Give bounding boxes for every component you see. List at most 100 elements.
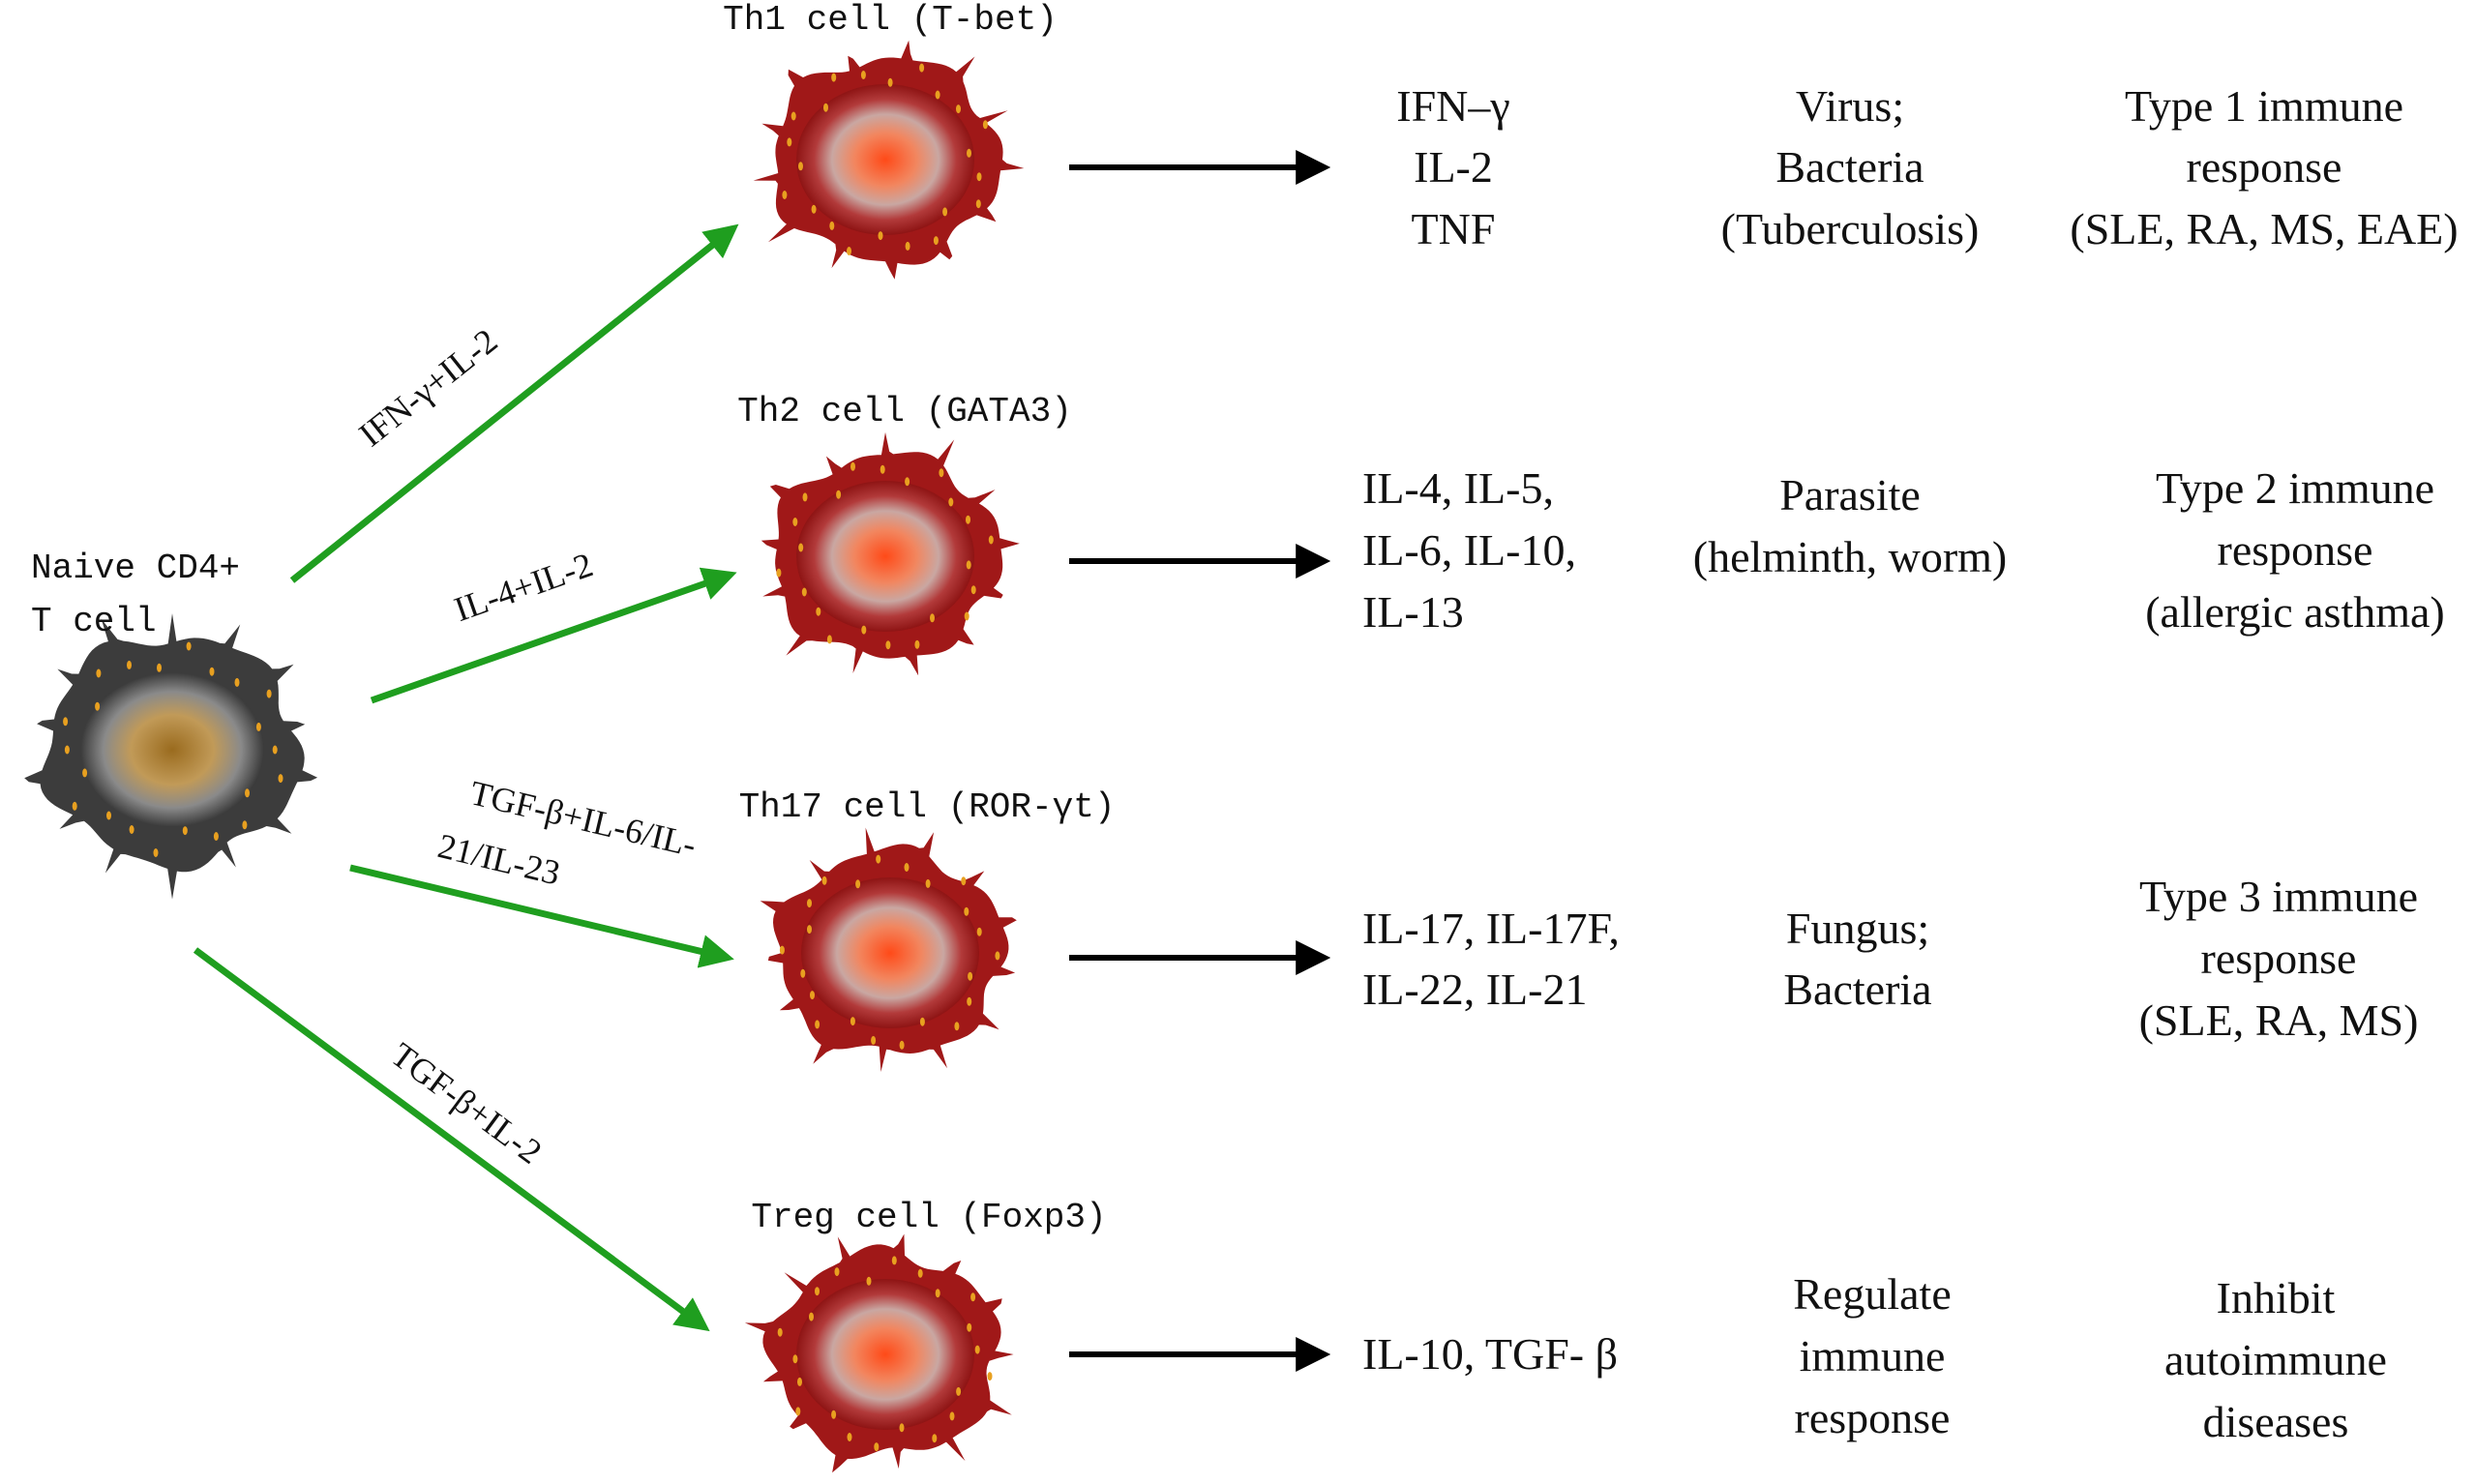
granule-dot — [810, 991, 815, 1000]
th2-cell — [761, 431, 1020, 676]
granule-dot — [976, 927, 982, 936]
granule-dot — [919, 1017, 925, 1026]
granule-dot — [795, 1407, 801, 1416]
granule-dot — [800, 968, 806, 978]
granule-dot — [885, 640, 891, 650]
granule-dot — [874, 1442, 880, 1452]
th17-target-1: Fungus; — [1786, 904, 1929, 953]
granule-dot — [949, 1411, 955, 1421]
treg-outcome-2: autoimmune — [2164, 1335, 2387, 1384]
granule-dot — [815, 1287, 820, 1296]
granule-dot — [129, 825, 134, 834]
granule-dot — [932, 1434, 938, 1443]
granule-dot — [917, 1268, 923, 1278]
treg-cell-granules — [777, 1256, 993, 1452]
granule-dot — [801, 587, 807, 597]
granule-dot — [967, 148, 971, 158]
granule-dot — [976, 172, 982, 182]
granule-dot — [807, 925, 812, 935]
granule-dot — [933, 236, 939, 246]
granule-dot — [797, 1377, 802, 1386]
th2-target-1: Parasite — [1779, 470, 1921, 519]
granule-dot — [970, 1292, 976, 1302]
treg-cell-nucleus — [796, 1279, 974, 1430]
granule-dot — [96, 668, 102, 678]
granule-dot — [127, 660, 132, 669]
granule-dot — [245, 788, 250, 798]
granule-dot — [930, 613, 935, 623]
treg-target-1: Regulate — [1793, 1269, 1952, 1319]
th1-target-3: (Tuberculosis) — [1721, 204, 1980, 253]
granule-dot — [779, 945, 785, 955]
granule-dot — [966, 515, 970, 524]
granule-dot — [860, 71, 866, 79]
arrow-naive-to-th1 — [289, 223, 739, 583]
th2-outcome-2: response — [2218, 525, 2373, 575]
granule-dot — [855, 879, 861, 889]
granule-dot — [876, 854, 881, 864]
granule-dot — [826, 635, 832, 644]
naive-cell-nucleus — [80, 672, 264, 827]
granule-dot — [905, 477, 910, 487]
granule-dot — [967, 996, 972, 1006]
granule-dot — [186, 641, 192, 651]
th2-target-2: (helminth, worm) — [1693, 532, 2008, 581]
granule-dot — [798, 162, 803, 171]
granule-dot — [850, 461, 855, 471]
granule-dot — [776, 568, 782, 578]
granule-dot — [956, 1386, 962, 1396]
th2-cell-nucleus — [796, 481, 974, 632]
naive-cell-label-line1: Naive CD4+ — [31, 549, 240, 588]
granule-dot — [850, 1017, 855, 1026]
granule-dot — [234, 677, 240, 687]
granule-dot — [815, 1020, 820, 1029]
granule-dot — [847, 247, 851, 255]
th17-cell-label: Th17 cell (ROR-γt) — [739, 787, 1116, 827]
granule-dot — [975, 199, 981, 209]
granule-dot — [861, 625, 867, 635]
th1-cell-granules — [782, 63, 988, 255]
condition-th17-line2: 21/IL-23 — [434, 826, 564, 893]
granule-dot — [182, 826, 188, 836]
th17-outcome-2: response — [2201, 934, 2357, 983]
granule-dot — [831, 1410, 837, 1419]
granule-dot — [791, 111, 796, 121]
th17-outcome-1: Type 3 immune — [2139, 872, 2418, 921]
granule-dot — [995, 951, 1000, 961]
granule-dot — [829, 221, 835, 230]
granule-dot — [899, 1040, 905, 1050]
granule-dot — [809, 1312, 814, 1321]
treg-target-2: immune — [1800, 1331, 1946, 1380]
treg-outcome-1: Inhibit — [2217, 1273, 2336, 1322]
granule-dot — [792, 1354, 798, 1364]
granule-dot — [925, 878, 931, 888]
granule-dot — [899, 1423, 905, 1433]
condition-th1: IFN-γ+IL-2 — [352, 321, 505, 454]
granule-dot — [904, 863, 910, 872]
treg-outcome-3: diseases — [2203, 1397, 2349, 1446]
th1-cytokine-2: IL-2 — [1414, 142, 1493, 192]
treg-cell-label: Treg cell (Foxp3) — [751, 1198, 1106, 1237]
th17-target-2: Bacteria — [1783, 965, 1931, 1014]
th1-target-2: Bacteria — [1775, 142, 1924, 192]
granule-dot — [798, 543, 804, 552]
granule-dot — [792, 518, 798, 526]
granule-dot — [871, 1035, 877, 1045]
granule-dot — [974, 1345, 980, 1354]
granule-dot — [209, 667, 215, 676]
granule-dot — [811, 204, 817, 214]
granule-dot — [821, 876, 827, 885]
granule-dot — [782, 191, 788, 199]
arrow-naive-to-th17 — [349, 864, 734, 968]
th17-cytokine-2: IL-22, IL-21 — [1362, 965, 1587, 1014]
th17-outcome-3: (SLE, RA, MS) — [2139, 995, 2419, 1045]
th2-cell-label: Th2 cell (GATA3) — [737, 392, 1072, 431]
granule-dot — [935, 90, 940, 100]
th1-outcome-2: response — [2187, 142, 2342, 192]
granule-dot — [807, 899, 812, 908]
granule-dot — [982, 120, 988, 130]
granule-dot — [891, 1256, 897, 1265]
granule-dot — [964, 906, 970, 916]
th2-cytokine-2: IL-6, IL-10, — [1362, 525, 1576, 575]
